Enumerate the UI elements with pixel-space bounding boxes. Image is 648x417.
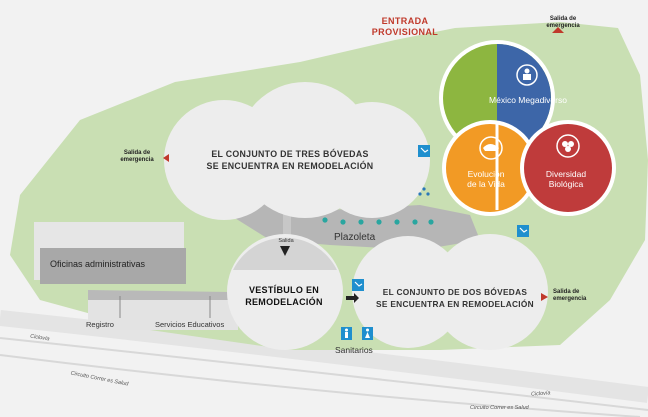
circuito-label-2: Circuito Correr es Salud bbox=[470, 405, 529, 411]
dos-text: EL CONJUNTO DE DOS BÓVEDAS SE ENCUENTRA … bbox=[376, 287, 534, 309]
restroom-female-icon bbox=[362, 327, 373, 340]
mexico-label: México Megadiverso bbox=[489, 95, 567, 105]
exit-left-icon bbox=[163, 154, 169, 162]
dome-dos-2 bbox=[432, 234, 548, 350]
salida-top-label: Salida de emergencia bbox=[538, 16, 588, 30]
accessibility-icon bbox=[517, 225, 529, 237]
dome-dos-1 bbox=[352, 236, 464, 348]
oficinas-label: Oficinas administrativas bbox=[50, 259, 146, 269]
exit-top-icon bbox=[552, 27, 564, 33]
biodiversity-icon bbox=[556, 134, 580, 158]
sanitarios-label: Sanitarios bbox=[335, 345, 373, 355]
accessibility-icon bbox=[352, 279, 364, 291]
evolucion-text: Evolución de la Vida bbox=[467, 169, 505, 189]
oficinas-building bbox=[40, 248, 186, 284]
tres-bovedas-label: EL CONJUNTO DE TRES BÓVEDAS SE ENCUENTRA… bbox=[180, 148, 400, 172]
salida-left-label: Salida de emergencia bbox=[114, 150, 160, 164]
dome-diversidad bbox=[524, 124, 612, 212]
salida-corridor bbox=[283, 205, 291, 253]
ciclovia-road bbox=[0, 310, 648, 403]
dos-bovedas-label: EL CONJUNTO DE DOS BÓVEDAS SE ENCUENTRA … bbox=[370, 286, 540, 310]
evolucion-label: Evolución de la Vida bbox=[450, 169, 522, 189]
registro-building bbox=[88, 300, 238, 330]
dome-tres-3 bbox=[314, 102, 430, 218]
salida-center-label: Salida bbox=[278, 238, 294, 244]
vest-text: VESTÍBULO EN REMODELACIÓN bbox=[245, 285, 323, 307]
servicios-label: Servicios Educativos bbox=[155, 320, 225, 329]
circuito-road bbox=[0, 354, 641, 417]
plaza-markers bbox=[322, 217, 434, 225]
entrada-text: ENTRADA PROVISIONAL bbox=[371, 16, 439, 37]
tres-text: EL CONJUNTO DE TRES BÓVEDAS SE ENCUENTRA… bbox=[206, 149, 374, 171]
accessibility-icon bbox=[418, 145, 430, 157]
registro-label: Registro bbox=[86, 320, 114, 329]
restroom-male-icon bbox=[341, 327, 352, 340]
salida-right-label: Salida de emergencia bbox=[553, 289, 603, 303]
plazoleta-label: Plazoleta bbox=[334, 232, 376, 243]
vestibulo-label: VESTÍBULO EN REMODELACIÓN bbox=[232, 284, 336, 308]
diversidad-label: Diversidad Biológica bbox=[530, 169, 602, 189]
dome-evolucion bbox=[446, 124, 534, 212]
exit-right-icon bbox=[541, 293, 548, 301]
person-icon bbox=[516, 64, 538, 86]
dinosaur-icon bbox=[479, 136, 503, 160]
salida-top-text: Salida de emergencia bbox=[546, 16, 580, 29]
road-line bbox=[0, 337, 648, 411]
salida-right-text: Salida de emergencia bbox=[553, 289, 587, 302]
tree-icon bbox=[418, 187, 430, 196]
diversidad-text: Diversidad Biológica bbox=[545, 169, 587, 189]
entrada-label: ENTRADA PROVISIONAL bbox=[360, 16, 450, 38]
salida-left-text: Salida de emergencia bbox=[120, 150, 154, 163]
exit-arrow-icon bbox=[280, 246, 290, 256]
entry-arrow-icon bbox=[346, 293, 359, 303]
